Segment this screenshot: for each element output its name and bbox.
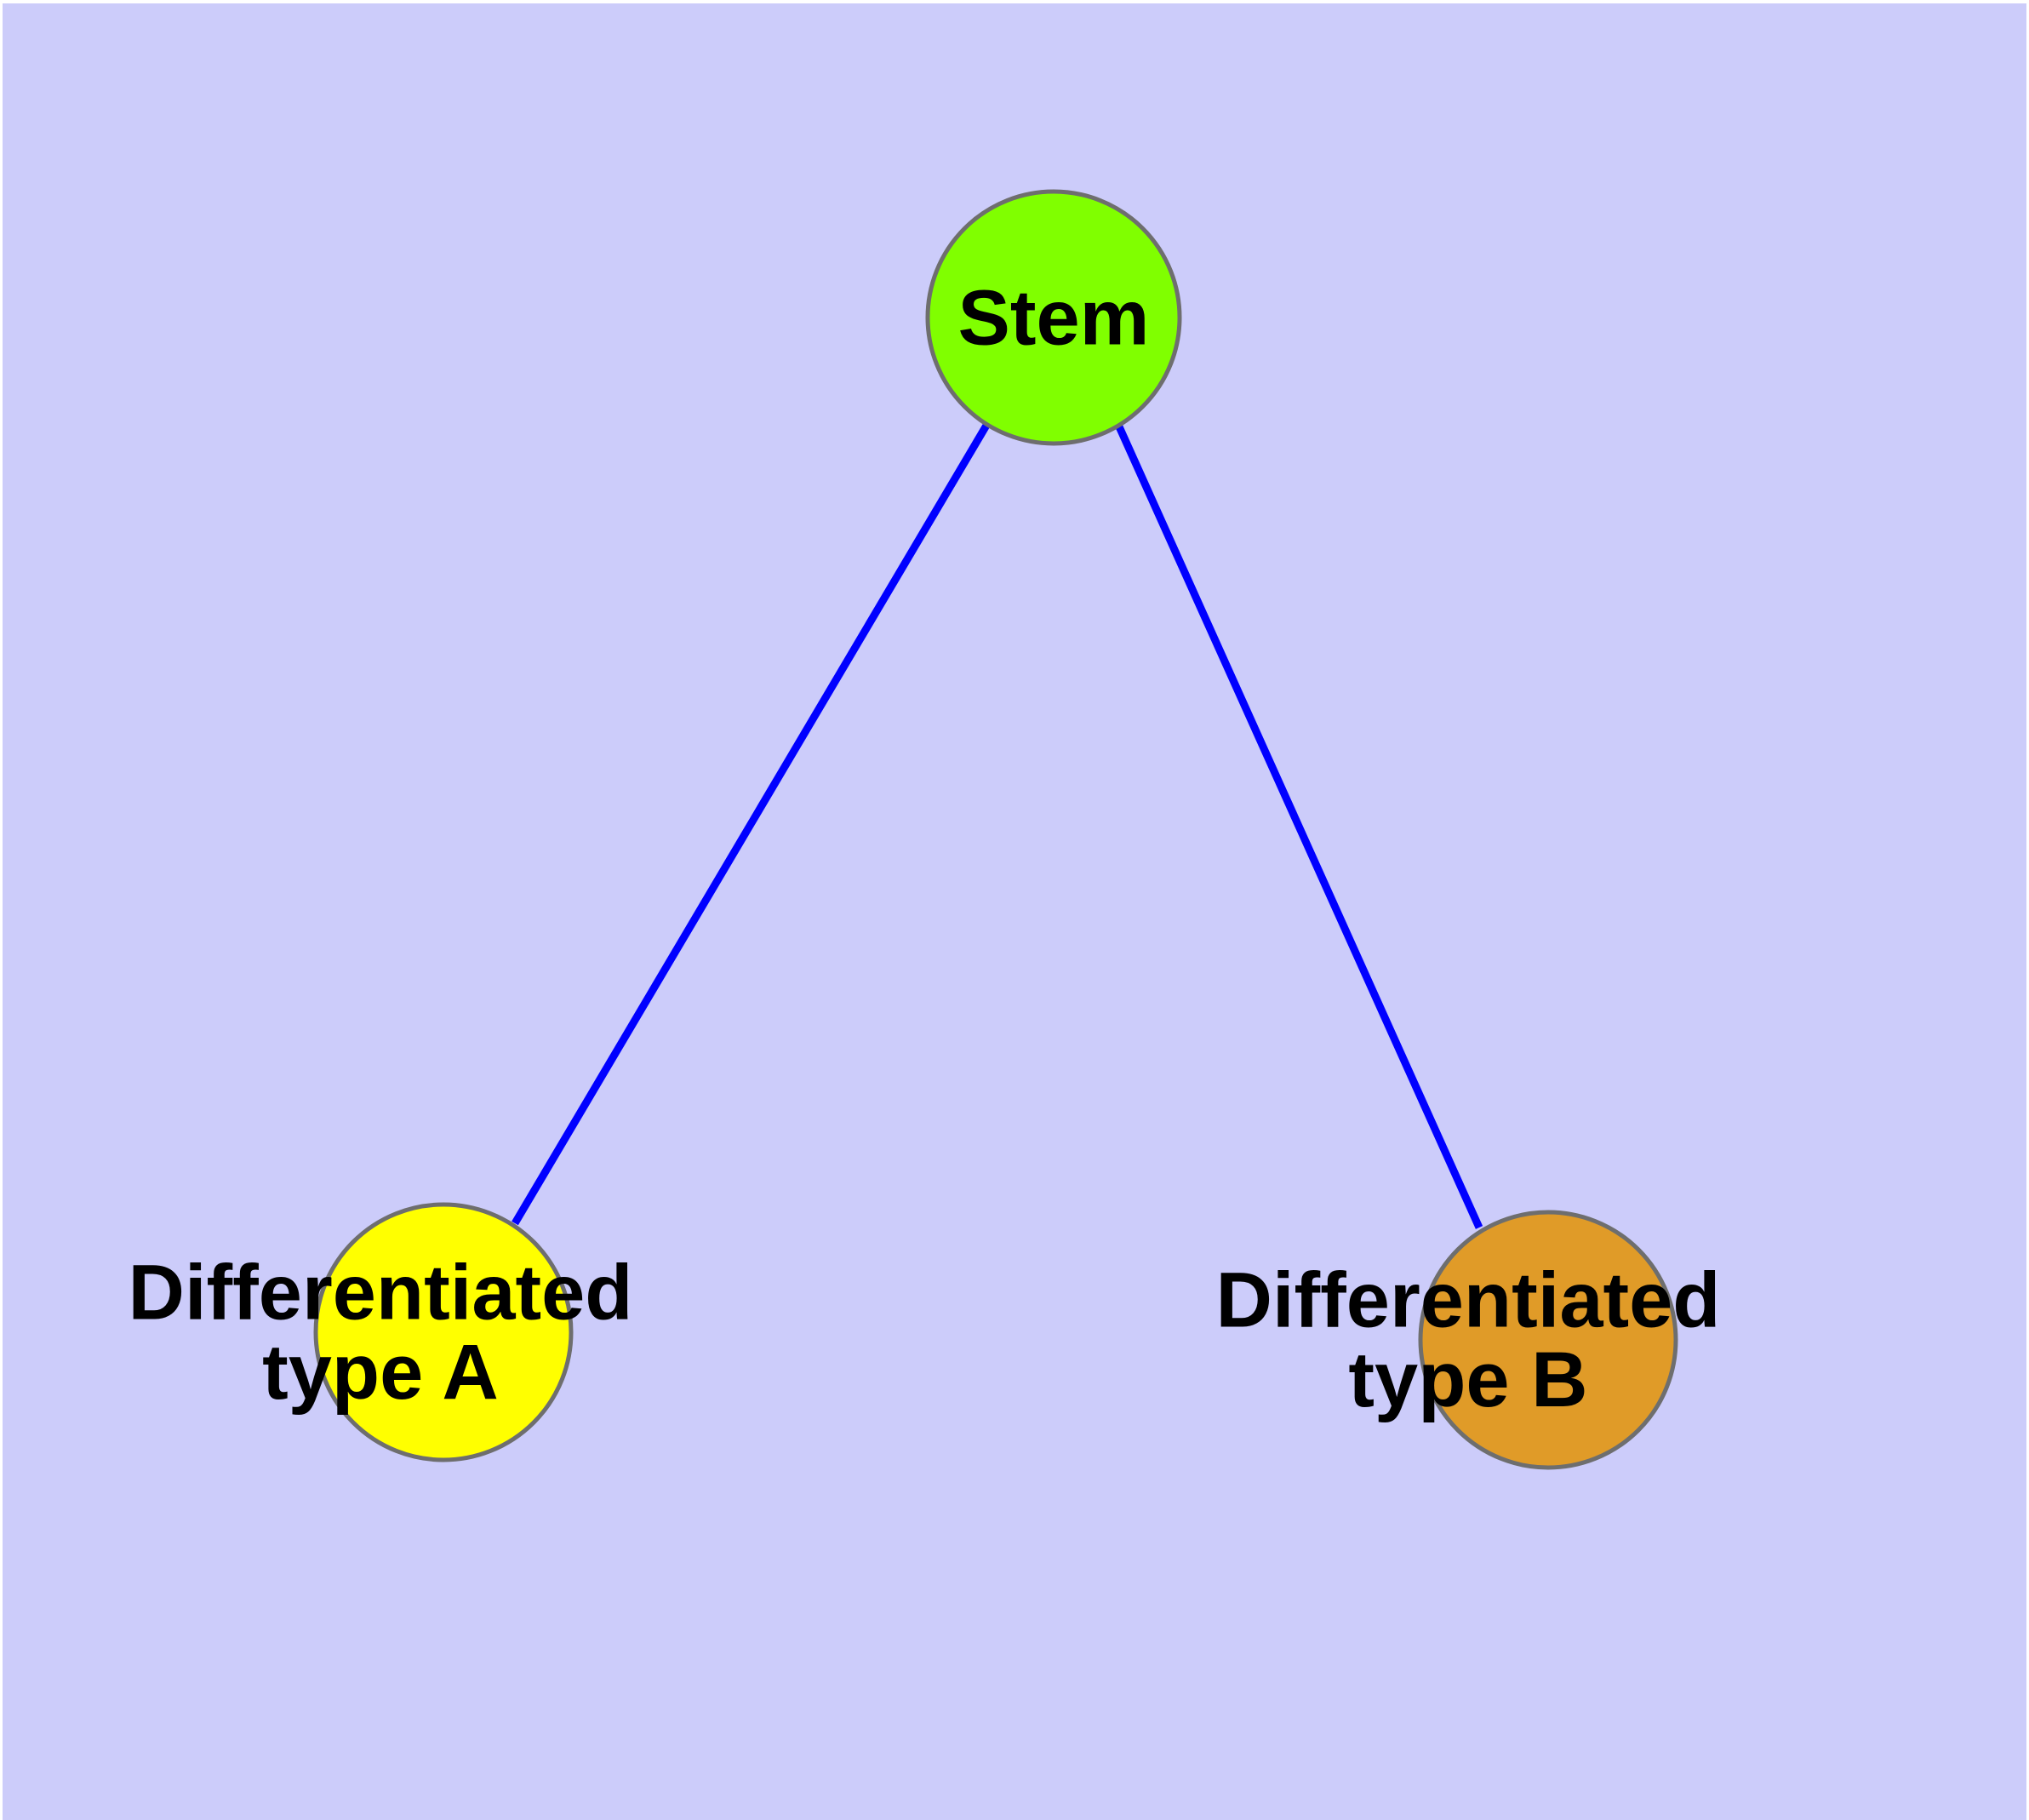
graph-node-diff-b[interactable]	[1418, 1210, 1678, 1470]
edge-layer	[512, 421, 1483, 1229]
node-layer	[313, 189, 1678, 1470]
label-line: Stem	[958, 274, 1150, 361]
graph-node-label-stem: Stem	[958, 274, 1150, 361]
graph-node-stem[interactable]	[925, 189, 1182, 446]
graph-edge-stem-to-diff-a[interactable]	[512, 421, 991, 1226]
label-line: Differentiated	[129, 1249, 633, 1336]
graph-node-diff-a[interactable]	[313, 1202, 574, 1462]
label-line: type A	[262, 1329, 499, 1416]
label-line: type B	[1348, 1336, 1587, 1423]
graph-edge-stem-to-diff-b[interactable]	[1114, 423, 1483, 1229]
label-line: Differentiated	[1216, 1256, 1721, 1343]
